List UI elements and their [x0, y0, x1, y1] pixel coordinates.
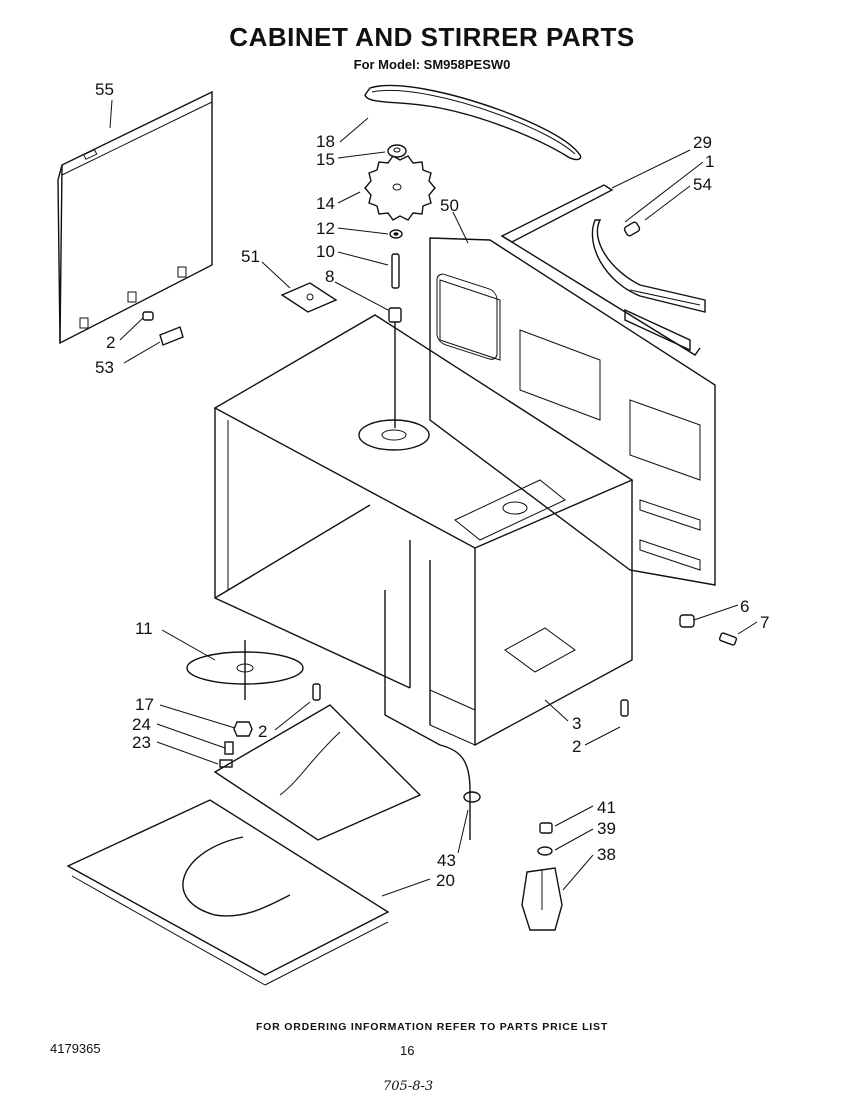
callout-17: 17: [135, 695, 154, 714]
callout-39: 39: [597, 819, 616, 838]
part-23-bolt: [219, 759, 233, 768]
callout-29: 29: [693, 133, 712, 152]
callout-55: 55: [95, 80, 114, 99]
document-number: 4179365: [50, 1041, 101, 1056]
part-55-side-panel: [57, 90, 213, 345]
part-12-nut: [389, 229, 403, 239]
part-39-washer: [537, 846, 553, 856]
page-title: CABINET AND STIRRER PARTS: [229, 22, 635, 52]
callout-3: 3: [572, 714, 581, 733]
callout-54: 54: [693, 175, 712, 194]
callout-18: 18: [316, 132, 335, 151]
part-10-shaft: [391, 253, 400, 289]
callout-10: 10: [316, 242, 335, 261]
callout-38: 38: [597, 845, 616, 864]
part-54-screw: [623, 221, 641, 237]
stirrer-mount-disk: [358, 419, 430, 451]
part-2-screw-a: [142, 311, 154, 321]
part-1-channel: [591, 219, 706, 352]
part-18-drive-belt: [364, 84, 582, 161]
part-14-stirrer-gear: [364, 155, 436, 221]
callout-24: 24: [132, 715, 151, 734]
part-20-bottom-tray: [66, 799, 390, 986]
part-50-back-panel: [429, 237, 716, 586]
callout-50: 50: [440, 196, 459, 215]
part-8-bearing: [388, 307, 402, 428]
callout-7: 7: [760, 613, 769, 632]
part-15-washer: [387, 144, 407, 158]
part-24-spacer: [224, 741, 234, 755]
part-43-cable: [384, 590, 481, 840]
callout-41: 41: [597, 798, 616, 817]
callout-12: 12: [316, 219, 335, 238]
part-29-top-rail: [500, 184, 701, 356]
callout-53: 53: [95, 358, 114, 377]
callout-labels: 55 18 15 14 12 10 8 51 50 29 1 54 2 53 1…: [95, 80, 769, 890]
handwritten-note: 705-8-3: [383, 1079, 434, 1094]
callout-51: 51: [241, 247, 260, 266]
fan-duct-cover: [213, 704, 422, 841]
part-17-nut: [233, 721, 253, 737]
callout-20: 20: [436, 871, 455, 890]
callout-6: 6: [740, 597, 749, 616]
part-38-bracket: [521, 867, 563, 931]
callout-1: 1: [705, 152, 714, 171]
page-number: 16: [400, 1043, 415, 1058]
callout-2-lower: 2: [572, 737, 581, 756]
part-11-fan: [186, 640, 304, 700]
callout-2-middle: 2: [258, 722, 267, 741]
callout-15: 15: [316, 150, 335, 169]
callout-2-upper: 2: [106, 333, 115, 352]
callout-8: 8: [325, 267, 334, 286]
leader-lines: [109, 99, 758, 897]
part-6-clip: [679, 614, 695, 628]
ordering-note: FOR ORDERING INFORMATION REFER TO PARTS …: [255, 1021, 609, 1033]
callout-14: 14: [316, 194, 335, 213]
part-2-screw-c: [620, 699, 629, 717]
part-3-cabinet-frame: [213, 314, 634, 747]
callout-43: 43: [437, 851, 456, 870]
callout-11: 11: [135, 619, 153, 638]
model-subtitle: For Model: SM958PESW0: [353, 57, 511, 72]
part-51-plate: [280, 282, 338, 313]
part-7-screw: [718, 632, 738, 646]
callout-23: 23: [132, 733, 151, 752]
part-41-nut: [539, 822, 553, 834]
part-2-screw-b: [312, 683, 321, 701]
part-53-bracket: [159, 326, 184, 346]
